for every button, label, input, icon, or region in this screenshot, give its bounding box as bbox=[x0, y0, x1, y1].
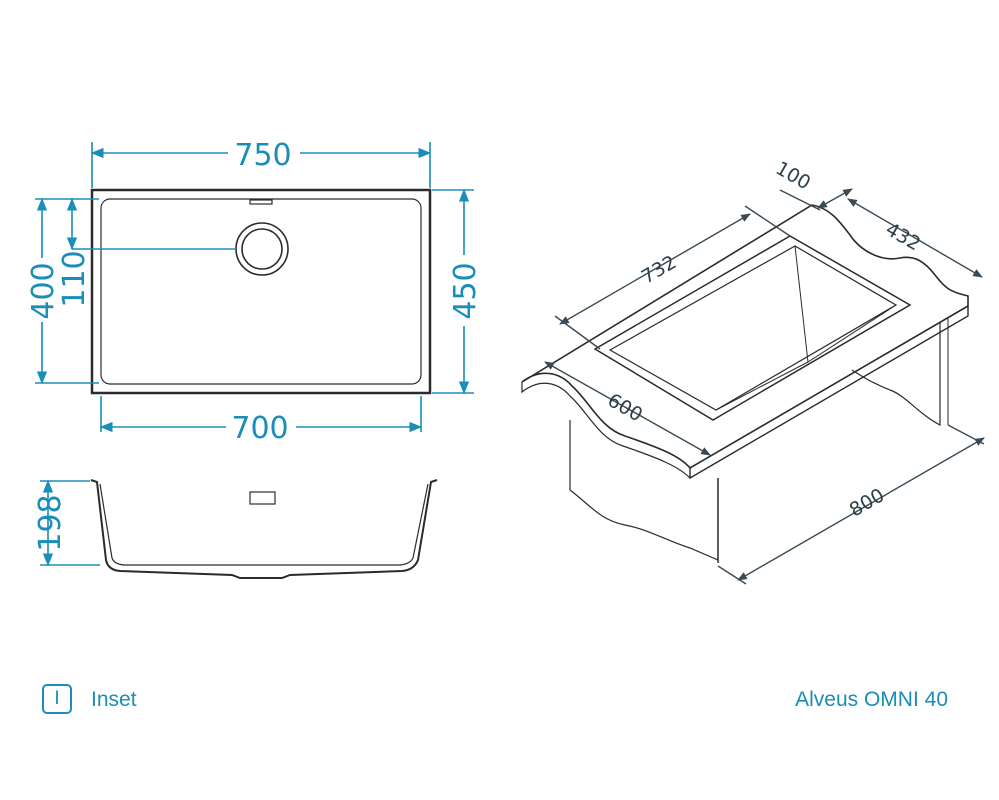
iso-bowl-floor-edge bbox=[715, 361, 809, 411]
dim-iso-cabinet: 800 bbox=[846, 484, 888, 521]
dim-bowl-height: 198 bbox=[33, 494, 68, 551]
cabinet-right-panel bbox=[851, 322, 941, 426]
dim-iso-width: 432 bbox=[882, 218, 924, 255]
overflow-outlet bbox=[249, 491, 276, 505]
bowl-profile-inner bbox=[99, 483, 429, 566]
bowl-profile-outer bbox=[90, 479, 438, 579]
overflow-slot bbox=[249, 199, 273, 205]
iso-sink-rim bbox=[593, 235, 912, 421]
product-name: Alveus OMNI 40 bbox=[795, 688, 948, 711]
iso-bowl-inner-wall bbox=[794, 245, 897, 363]
mount-type-label: Inset bbox=[91, 688, 137, 711]
dim-rim-depth: 450 bbox=[448, 262, 483, 319]
top-view: 750 700 400 110 450 bbox=[26, 138, 483, 446]
dim-inner-width: 700 bbox=[231, 411, 288, 446]
dim-outer-width: 750 bbox=[234, 138, 291, 173]
sink-inner-bowl bbox=[100, 198, 422, 385]
inset-mount-icon: I bbox=[42, 684, 72, 714]
dim-iso-front: 600 bbox=[604, 389, 646, 426]
dim-outer-depth: 400 bbox=[26, 262, 61, 319]
dim-iso-length: 732 bbox=[638, 251, 680, 288]
drain-outer bbox=[235, 222, 289, 276]
dim-drain-offset: 110 bbox=[57, 250, 92, 307]
side-view: 198 bbox=[33, 479, 438, 579]
dim-iso-back-gap: 100 bbox=[772, 157, 814, 194]
drain-inner bbox=[241, 228, 283, 270]
cabinet-left-panel bbox=[569, 420, 719, 561]
worktop-front-edge bbox=[689, 306, 969, 480]
isometric-view: 732 100 432 600 800 bbox=[521, 157, 985, 585]
sink-outer-rim bbox=[90, 188, 432, 395]
